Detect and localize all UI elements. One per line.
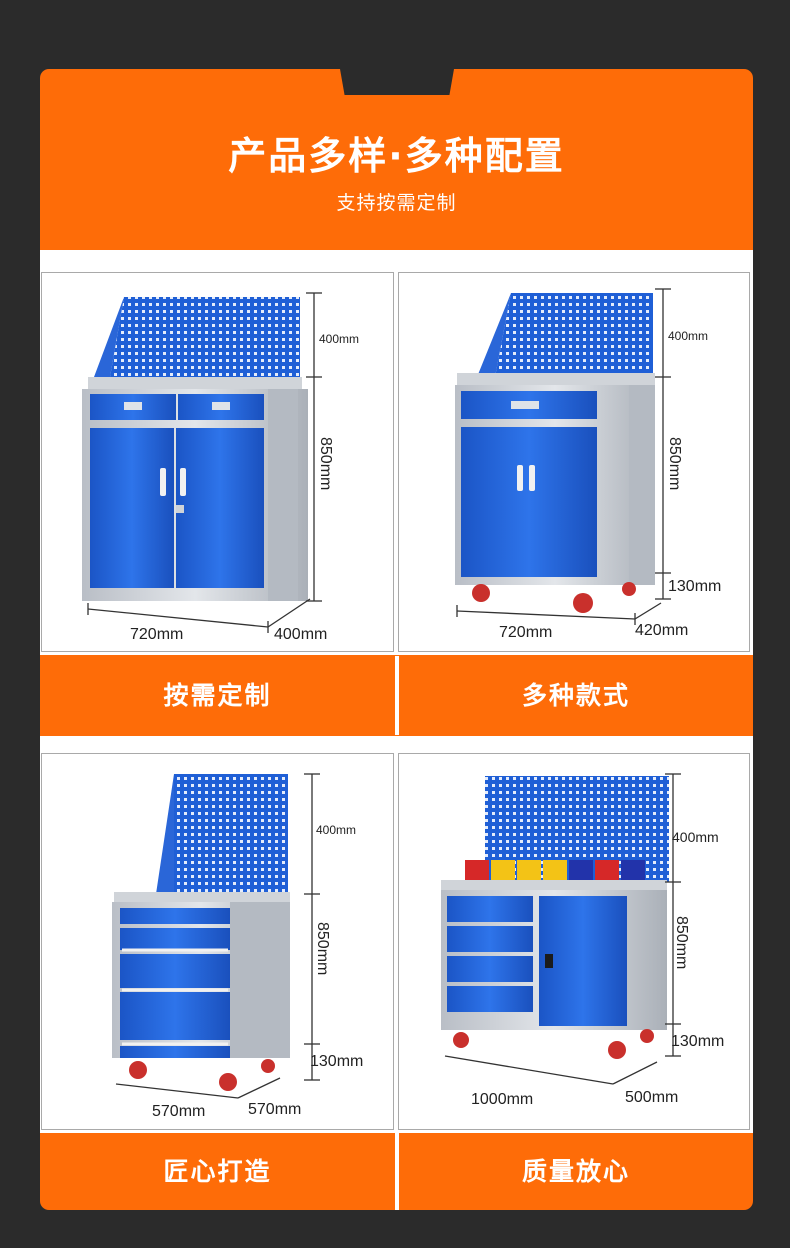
cabinet-3-illustration <box>112 774 290 1091</box>
product-showcase: 产品多样·多种配置 支持按需定制 <box>40 69 753 1210</box>
top-notch <box>340 69 454 95</box>
product-image-2: 400mm 850mm 130mm 720mm 420mm <box>398 272 750 652</box>
cabinet-2-illustration <box>455 293 655 613</box>
dim-wheel-height: 130mm <box>668 578 721 595</box>
label-divider-2 <box>395 1133 399 1210</box>
dim-depth: 420mm <box>635 622 688 639</box>
dimension-lines-3 <box>115 773 320 1099</box>
dimension-lines-2 <box>456 288 671 625</box>
label-custom: 按需定制 <box>163 681 272 710</box>
dim-depth: 400mm <box>274 626 327 643</box>
dim-board-height: 400mm <box>672 829 719 845</box>
cabinet-4-illustration <box>441 776 669 1059</box>
label-styles: 多种款式 <box>521 681 630 710</box>
product-image-1: 400mm 850mm 720mm 400mm <box>41 272 394 652</box>
dim-depth: 500mm <box>625 1089 678 1106</box>
page-subtitle: 支持按需定制 <box>336 192 457 214</box>
dim-board-height: 400mm <box>316 823 356 837</box>
dim-width: 720mm <box>130 626 183 643</box>
cabinet-1-illustration <box>82 297 308 601</box>
dimension-lines-4 <box>444 773 681 1085</box>
product-image-4: 400mm 850mm 130mm 1000mm 500mm <box>398 753 750 1130</box>
dimension-lines-1 <box>87 292 322 633</box>
label-divider-1 <box>395 656 399 735</box>
dim-width: 570mm <box>152 1103 205 1120</box>
dim-body-height: 850mm <box>673 916 690 969</box>
dim-wheel-height: 130mm <box>310 1053 363 1070</box>
dim-depth: 570mm <box>248 1101 301 1118</box>
label-quality: 质量放心 <box>521 1157 630 1186</box>
product-image-3: 400mm 850mm 130mm 570mm 570mm <box>41 753 394 1130</box>
dim-wheel-height: 130mm <box>671 1033 724 1050</box>
dim-board-height: 400mm <box>668 329 708 343</box>
dim-width: 1000mm <box>471 1091 533 1108</box>
page-title: 产品多样·多种配置 <box>228 134 565 178</box>
dim-board-height: 400mm <box>319 332 359 346</box>
dim-body-height: 850mm <box>314 922 331 975</box>
dim-body-height: 850mm <box>666 437 683 490</box>
dim-width: 720mm <box>499 624 552 641</box>
dim-body-height: 850mm <box>317 437 334 490</box>
label-craftsmanship: 匠心打造 <box>163 1157 272 1186</box>
